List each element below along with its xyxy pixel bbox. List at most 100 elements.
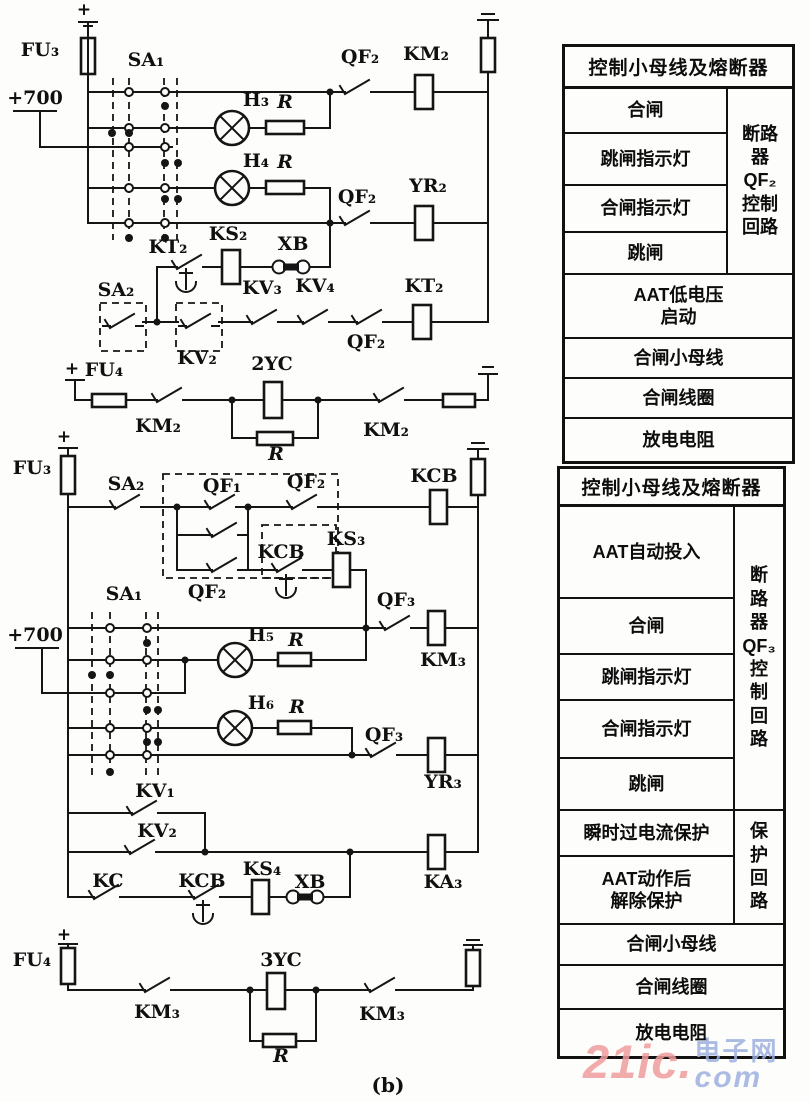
fuse-fu4-c1 [90,392,128,409]
resistor-h6 [276,719,313,736]
coil-yr3 [426,736,447,774]
coil-km2 [413,73,435,111]
kv3-contact [244,309,286,325]
label-kv2-c2: KV₂ [137,820,177,842]
table-cell: 合闸 [565,89,726,134]
label-ks2: KS₂ [209,223,248,245]
kcb-anchor-icon [275,574,297,599]
label-xb-c1: XB [278,233,309,255]
kv2-contact-c1 [178,313,220,329]
sa2-contact-c2 [107,494,149,510]
plus-terminal-4: + [57,925,71,945]
label-kv1: KV₁ [135,780,175,802]
label-h4: H₄ [243,150,269,172]
label-ks3: KS₃ [327,528,366,550]
qf1-contact [202,494,244,510]
legend-table-qf2: 控制小母线及熔断器 合闸 跳闸指示灯 合闸指示灯 跳闸 断路 器 QF₂ 控制 … [562,44,795,464]
qf3-contact-top [377,615,419,631]
table-cell: AAT自动投入 [560,507,733,599]
label-ka3: KA₃ [424,871,463,893]
table-cell: 合闸 [560,599,733,655]
lamp-h6 [216,709,254,747]
kcb-anchor-icon-2 [192,900,214,925]
label-ks4: KS₄ [243,858,282,880]
label-2yc: 2YC [251,353,293,375]
qf2-contact-bot [349,309,391,325]
fuse-right-top [479,36,497,74]
table2-group1: AAT自动投入 合闸 跳闸指示灯 合闸指示灯 跳闸 断 路 器 QF₃ 控 制 … [560,507,783,811]
circuit-diagram: + FU₃ SA₁ QF₂ KM₂ H₃ R +700 H₄ R QF₂ YR₂ [7,0,499,1097]
sa2-contact [102,313,144,329]
label-sa1: SA₁ [128,49,165,71]
resistor-h5 [276,651,313,668]
xb-strip [271,259,311,275]
table-cell: 瞬时过电流保护 [560,811,733,857]
label-qf3-top: QF₃ [377,589,415,611]
label-qf2-mid: QF₂ [338,186,376,208]
label-p700-c2: +700 [7,624,63,646]
label-kt2-coil: KT₂ [405,275,444,297]
table-cell: 放电电阻 [642,429,715,450]
resistor-3yc [261,1032,298,1049]
label-r-2yc: R [267,443,284,465]
label-fu3: FU₃ [21,39,59,61]
lamp-h4 [213,169,251,207]
km2-contact-left [149,387,191,403]
label-yr2: YR₂ [408,175,447,197]
label-kv4: KV₄ [295,275,335,297]
label-h5: H₅ [248,624,274,646]
label-r-3yc: R [272,1045,289,1067]
label-r-h5: R [287,629,304,651]
qf-aux-dashed-box [162,473,339,579]
table-cell: 合闸小母线 [565,339,792,379]
table-cell: 合闸小母线 [560,925,783,966]
table-side-cell: 保 护 回 路 [733,811,783,923]
table-side-cell: 断路 器 QF₂ 控制 回路 [726,89,792,273]
label-sa2-c1: SA₂ [98,279,135,301]
label-p700-c1: +700 [7,87,63,109]
label-kv2-c1: KV₂ [177,347,217,369]
kv2-contact-c2 [122,839,164,855]
table-cell: 跳闸指示灯 [560,655,733,701]
label-kcb-coil: KCB [410,465,457,487]
coil-km3 [426,609,447,647]
label-qf2-in: QF₂ [287,471,325,493]
kv1-contact [124,800,166,816]
resistor-h3 [264,119,306,136]
coil-ks4 [250,878,271,916]
label-fu4-c2: FU₄ [13,949,51,971]
table1-header: 控制小母线及熔断器 [565,47,792,89]
table-cell: 合闸线圈 [560,966,783,1010]
label-qf2-top: QF₂ [341,46,379,68]
coil-ks3 [331,551,352,589]
table-cell: 放电电阻 [635,1022,708,1043]
lamp-h5 [216,641,254,679]
label-km3-l: KM₃ [134,1001,180,1023]
fuse-fu4-c2 [59,946,77,986]
coil-kt2 [411,303,433,341]
label-fu3-c2: FU₃ [13,457,51,479]
qf2-contact-mid [337,210,379,226]
label-qf3-bot: QF₃ [365,724,403,746]
label-h6: H₆ [248,692,274,714]
label-kv3: KV₃ [242,277,282,299]
plus-terminal-2: + [65,359,79,379]
resistor-2yc [255,430,295,447]
legend-table-qf3: 控制小母线及熔断器 AAT自动投入 合闸 跳闸指示灯 合闸指示灯 跳闸 断 路 … [557,466,786,1059]
label-qf2-par: QF₂ [188,581,226,603]
coil-2yc [262,380,284,420]
label-xb-c2: XB [295,871,326,893]
label-kcb-2: KCB [178,870,225,892]
table-cell: 跳闸 [627,242,664,263]
label-fu4-c1: FU₄ [85,359,123,381]
label-qf1: QF₁ [203,475,241,497]
label-h3: H₃ [243,89,269,111]
coil-ks2 [220,248,242,286]
table2-header: 控制小母线及熔断器 [560,469,783,507]
table-cell: AAT低电压 启动 [565,275,792,339]
label-qf2-bot: QF₂ [347,331,385,353]
label-r-h6: R [288,696,305,718]
qf2-contact-top [337,79,379,95]
label-kt2-contact: KT₂ [149,236,188,258]
